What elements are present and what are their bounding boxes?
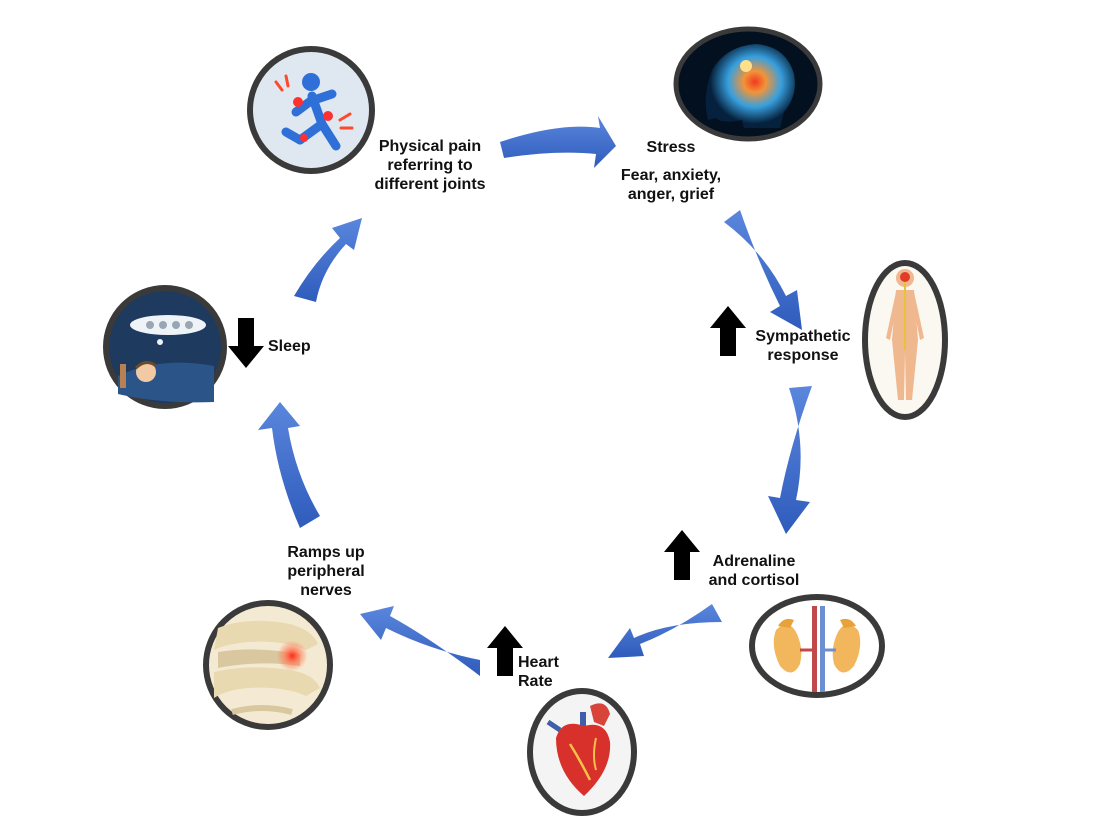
label-line: different joints: [374, 176, 486, 193]
label-line: response: [767, 347, 839, 364]
label-line: peripheral: [287, 563, 365, 580]
label-line: and cortisol: [708, 572, 800, 589]
adrenal-kidneys-icon: [749, 594, 885, 698]
label-adrenaline-cortisol: Adrenaline and cortisol: [700, 552, 808, 590]
increase-indicator-icon: [487, 626, 523, 676]
arrow-sympathetic-to-adrenaline: [768, 386, 812, 534]
label-heart-rate: Heart Rate: [518, 653, 588, 691]
label-line: anger, grief: [627, 186, 715, 203]
label-line: Physical pain: [378, 138, 482, 155]
running-person-joint-pain-icon: [247, 46, 375, 174]
increase-indicator-icon: [664, 530, 700, 580]
label-line: Rate: [518, 673, 553, 690]
label-line: Fear, anxiety,: [620, 167, 722, 184]
label-peripheral-nerves: Ramps up peripheral nerves: [276, 543, 376, 600]
spine-disc-inflammation-icon: [203, 600, 333, 730]
arrow-adrenaline-to-heart: [608, 604, 722, 658]
arrow-heart-to-nerves: [360, 606, 480, 676]
arrow-sleep-to-pain: [294, 218, 362, 302]
label-line: Stress: [646, 139, 696, 156]
sleeping-person-icon: [103, 285, 227, 409]
nervous-system-body-icon: [862, 260, 948, 420]
brain-head-icon: [673, 26, 823, 142]
arrow-pain-to-stress: [500, 116, 616, 168]
label-line: Ramps up: [287, 544, 365, 561]
label-sleep: Sleep: [268, 337, 328, 356]
label-stress: Stress Fear, anxiety, anger, grief: [610, 138, 732, 204]
label-line: Heart: [518, 654, 559, 671]
increase-indicator-icon: [710, 306, 746, 356]
label-line: Sympathetic: [755, 328, 851, 345]
arrow-stress-to-sympathetic: [724, 210, 802, 330]
heart-icon: [527, 688, 637, 816]
label-physical-pain: Physical pain referring to different joi…: [360, 137, 500, 194]
decrease-indicator-icon: [228, 318, 264, 368]
arrow-nerves-to-sleep: [258, 402, 320, 528]
label-line: Sleep: [268, 338, 311, 355]
label-line: nerves: [300, 582, 352, 599]
label-sympathetic-response: Sympathetic response: [746, 327, 860, 365]
label-line: Adrenaline: [712, 553, 796, 570]
label-line: referring to: [387, 157, 473, 174]
